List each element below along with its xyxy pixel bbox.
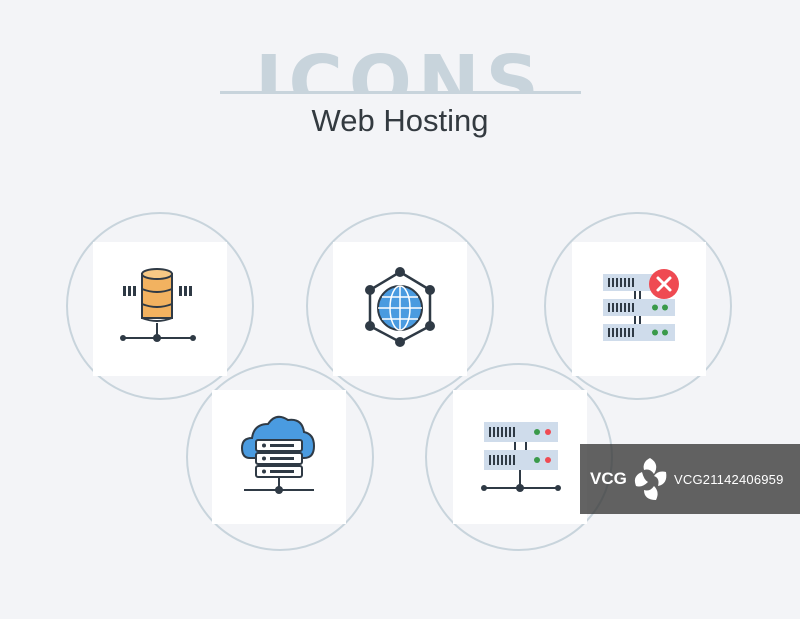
page-title: Web Hosting bbox=[311, 103, 489, 138]
watermark-id: VCG21142406959 bbox=[674, 471, 784, 487]
tile-server-error[interactable] bbox=[572, 242, 706, 376]
icons-wordmark: ICONS bbox=[255, 40, 545, 92]
cloud-server-icon bbox=[240, 415, 316, 494]
globe-network-icon bbox=[365, 267, 435, 347]
tile-globe-network[interactable] bbox=[333, 242, 467, 376]
circle-3 bbox=[544, 212, 732, 400]
circle-4 bbox=[186, 363, 374, 551]
header: ICONS Web Hosting bbox=[0, 0, 800, 160]
vcg-logo-text: VCG bbox=[590, 469, 627, 488]
tile-cloud-server[interactable] bbox=[212, 390, 346, 524]
database-network-icon bbox=[120, 268, 196, 342]
vcg-logo-mark: VCG bbox=[590, 469, 627, 488]
tile-database-network[interactable] bbox=[93, 242, 227, 376]
circle-2 bbox=[306, 212, 494, 400]
vcg-logo: VCG bbox=[580, 444, 640, 514]
tile-server-network[interactable] bbox=[453, 390, 587, 524]
vcg-swirl-icon bbox=[634, 458, 667, 500]
server-error-icon bbox=[603, 269, 679, 341]
circle-1 bbox=[66, 212, 254, 400]
wordmark-rule bbox=[220, 91, 581, 94]
watermark: VCG VCG21142406959 bbox=[580, 444, 800, 514]
server-network-icon bbox=[481, 422, 561, 492]
